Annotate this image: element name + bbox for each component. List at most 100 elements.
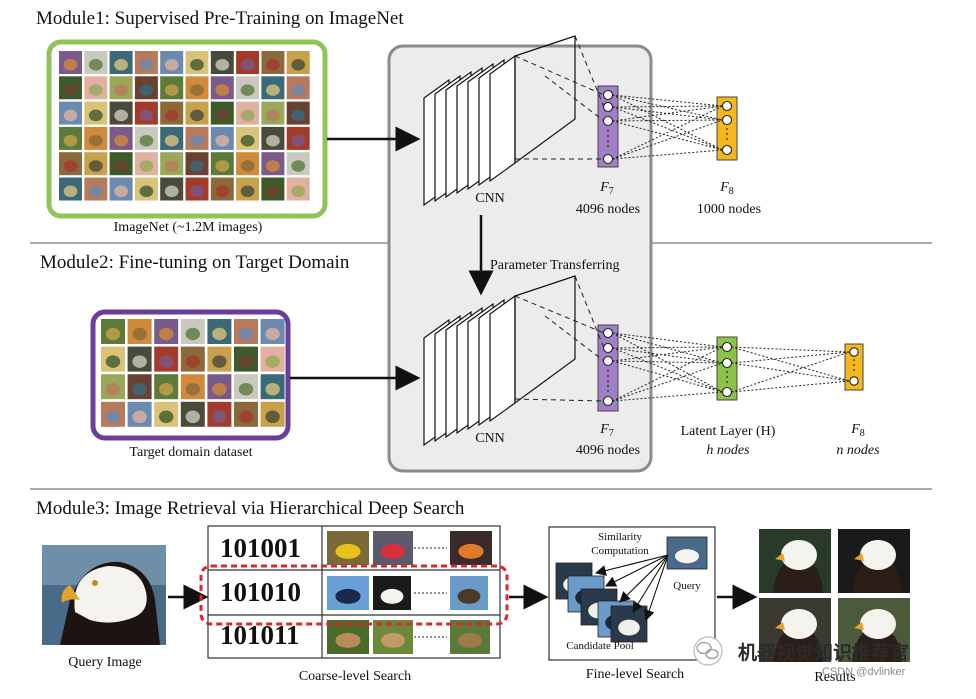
target-thumbnail-subject	[159, 382, 174, 396]
target-thumbnail-subject	[185, 410, 200, 424]
fc-edge	[612, 360, 723, 393]
f8-node	[721, 114, 733, 126]
latent-ellipsis	[726, 371, 728, 373]
target-thumbnail-subject	[132, 327, 147, 341]
target-thumbnail-subject	[212, 327, 227, 341]
similarity-label-line2: Computation	[591, 545, 649, 557]
imagenet-thumbnail-subject	[215, 109, 230, 122]
fc-edge	[612, 346, 723, 362]
car-thumbnail-subject	[335, 543, 361, 559]
similarity-arrow	[594, 554, 669, 576]
f8-nodes-top: 1000 nodes	[696, 202, 762, 217]
selected-bucket-highlight	[199, 564, 509, 626]
target-thumbnail-subject	[185, 355, 200, 368]
imagenet-thumbnail-subject	[63, 109, 78, 122]
latent-ellipsis	[726, 376, 728, 378]
target-thumbnail-grid	[101, 319, 285, 427]
imagenet-thumbnail-subject	[215, 185, 230, 198]
imagenet-thumbnail-subject	[63, 134, 78, 147]
fine-search-label: Fine-level Search	[585, 667, 685, 682]
imagenet-thumbnail-subject	[164, 84, 179, 96]
fc-edge	[731, 351, 850, 393]
latent-layer-label: Latent Layer (H)	[680, 424, 776, 439]
latent-layer	[716, 336, 738, 401]
target-thumbnail-subject	[105, 327, 121, 341]
target-thumbnail-subject	[159, 410, 174, 424]
f8-top-subscript: 8	[728, 186, 734, 197]
f8-symbol-bottom: F8	[823, 422, 893, 439]
f7-ellipsis	[607, 385, 609, 387]
imagenet-thumbnail-subject	[266, 160, 280, 172]
imagenet-thumbnail-subject	[139, 109, 154, 122]
imagenet-thumbnail-subject	[240, 109, 255, 122]
target-thumbnail-subject	[265, 355, 280, 368]
imagenet-thumbnail-subject	[63, 59, 78, 71]
target-thumbnail-subject	[265, 410, 280, 424]
result-eagle-head	[860, 609, 896, 639]
imagenet-thumbnail-subject	[190, 185, 204, 198]
fc-edge	[612, 346, 723, 402]
result-eagle-beak	[854, 622, 864, 630]
imagenet-thumbnail-subject	[291, 84, 306, 96]
candidate-frame	[610, 605, 648, 643]
f8-bottom-letter: F	[851, 422, 860, 437]
result-eagle-head	[781, 540, 817, 570]
fc-connections-bottom	[514, 275, 850, 402]
target-thumbnail-subject	[238, 382, 254, 396]
imagenet-thumbnail-subject	[114, 84, 128, 96]
imagenet-thumbnail-subject	[164, 160, 179, 172]
target-thumbnail-subject	[105, 410, 121, 424]
cnn-stack-top	[423, 35, 576, 207]
car-thumbnail-subject	[381, 543, 405, 559]
cnn-edge	[574, 35, 605, 108]
imagenet-thumbnail-subject	[139, 84, 154, 96]
f7-node	[602, 115, 614, 127]
f8-ellipsis	[853, 359, 855, 361]
f7-top-subscript: 7	[608, 186, 614, 197]
f8-ellipsis	[853, 369, 855, 371]
query-image	[42, 545, 166, 645]
feature-map	[489, 294, 516, 423]
results-label: Results	[814, 670, 856, 685]
f7-node	[602, 342, 614, 354]
target-thumbnail-subject	[132, 355, 147, 368]
result-eagle-beak	[854, 553, 864, 561]
f8-node	[721, 144, 733, 156]
module1-title: Module1: Supervised Pre-Training on Imag…	[36, 8, 404, 29]
cnn-stack-bottom	[423, 275, 576, 447]
cnn-label-bottom: CNN	[475, 431, 505, 446]
candidate-pool	[555, 536, 708, 643]
f8-node	[849, 376, 859, 386]
imagenet-thumbnail-subject	[215, 160, 230, 172]
query-image-label: Query Image	[68, 655, 142, 670]
imagenet-thumbnail-subject	[240, 84, 255, 96]
f7-ellipsis	[607, 145, 609, 147]
imagenet-thumbnail-subject	[114, 160, 128, 172]
similarity-arrow	[643, 554, 669, 622]
imagenet-thumbnail-subject	[266, 134, 280, 147]
target-thumbnail-subject	[105, 382, 121, 396]
result-eagle-beak	[775, 622, 785, 630]
latent-node	[721, 357, 733, 369]
latent-ellipsis	[726, 381, 728, 383]
target-thumbnail-subject	[132, 410, 147, 424]
latent-node	[721, 386, 733, 398]
hash-code-3: 101011	[220, 620, 300, 650]
imagenet-thumbnail-subject	[190, 59, 204, 71]
result-eagle-head	[781, 609, 817, 639]
f8-ellipsis	[853, 364, 855, 366]
imagenet-thumbnail-subject	[266, 59, 280, 71]
eagle-thumbnail-subject	[335, 588, 361, 604]
module2-title: Module2: Fine-tuning on Target Domain	[40, 252, 350, 273]
fc-edge	[612, 332, 723, 364]
parameter-transfer-label: Parameter Transferring	[490, 258, 620, 273]
target-thumbnail-subject	[185, 382, 200, 396]
feature-volume	[514, 275, 576, 405]
f7-node	[602, 355, 614, 367]
target-thumbnail-subject	[132, 382, 147, 396]
csdn-watermark: CSDN @dvlinker	[822, 666, 906, 678]
query-thumbnail-subject	[675, 549, 699, 564]
imagenet-thumbnail-subject	[240, 134, 255, 147]
imagenet-thumbnail-subject	[88, 59, 103, 71]
